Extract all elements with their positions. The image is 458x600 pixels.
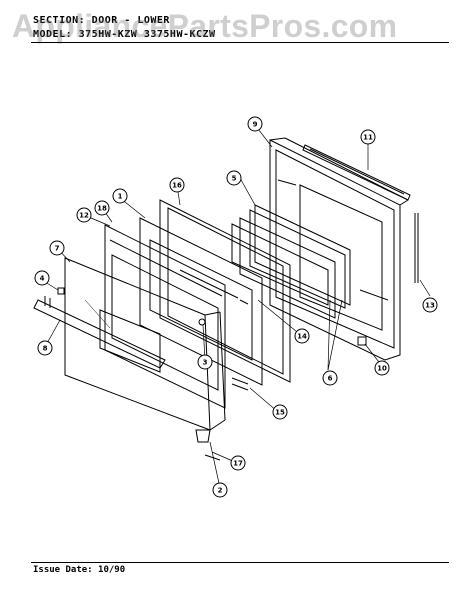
watermark: AppliancePartsPros.com bbox=[12, 8, 398, 44]
callout-label: 11 bbox=[363, 134, 373, 142]
callout-circle bbox=[322, 370, 338, 386]
callout-circle bbox=[294, 328, 310, 344]
callout-circle bbox=[360, 129, 376, 145]
part-door-frame bbox=[104, 224, 226, 409]
callout-circle bbox=[247, 116, 263, 132]
callout-circle bbox=[169, 177, 185, 193]
part-side-rod bbox=[414, 213, 419, 283]
footer-rule bbox=[31, 562, 449, 563]
callout-circle bbox=[197, 354, 213, 370]
callout-label: 7 bbox=[55, 245, 60, 253]
callout-circle bbox=[37, 340, 53, 356]
callout-label: 9 bbox=[253, 121, 258, 129]
section-title: SECTION: DOOR - LOWER bbox=[33, 15, 170, 26]
part-hardware bbox=[57, 287, 367, 461]
part-top-strip bbox=[302, 144, 411, 201]
issue-date: Issue Date: 10/90 bbox=[33, 565, 126, 575]
callout-circle bbox=[49, 240, 65, 256]
header-rule bbox=[31, 42, 449, 43]
part-door-liner bbox=[139, 217, 263, 386]
part-glass-pack bbox=[231, 204, 351, 319]
callout-label: 12 bbox=[79, 212, 89, 220]
callout-circle bbox=[94, 200, 110, 216]
callout-circle bbox=[272, 404, 288, 420]
part-outer-door bbox=[64, 257, 226, 431]
callout-label: 15 bbox=[275, 409, 285, 417]
callout-label: 17 bbox=[233, 460, 243, 468]
part-handle bbox=[33, 296, 166, 369]
callout-label: 14 bbox=[297, 333, 307, 341]
callout-circle bbox=[230, 455, 246, 471]
callout-label: 6 bbox=[328, 375, 333, 383]
callout-label: 10 bbox=[377, 365, 387, 373]
callout-circle bbox=[212, 482, 228, 498]
callout-circle bbox=[422, 297, 438, 313]
callout-circle bbox=[112, 188, 128, 204]
callout-circle bbox=[226, 170, 242, 186]
callout-label: 4 bbox=[40, 275, 45, 283]
callout-label: 3 bbox=[203, 359, 208, 367]
callout-circle bbox=[76, 207, 92, 223]
callout-label: 1 bbox=[118, 193, 123, 201]
callout-label: 5 bbox=[232, 175, 237, 183]
callout-circle bbox=[34, 270, 50, 286]
part-rear-frame bbox=[269, 137, 409, 361]
callout-label: 18 bbox=[97, 205, 107, 213]
model-title: MODEL: 375HW-KZW 3375HW-KCZW bbox=[33, 29, 216, 40]
callout-circle bbox=[374, 360, 390, 376]
callout-label: 16 bbox=[172, 182, 182, 190]
callout-label: 8 bbox=[43, 345, 48, 353]
callout-label: 2 bbox=[218, 487, 223, 495]
callout-label: 13 bbox=[425, 302, 435, 310]
